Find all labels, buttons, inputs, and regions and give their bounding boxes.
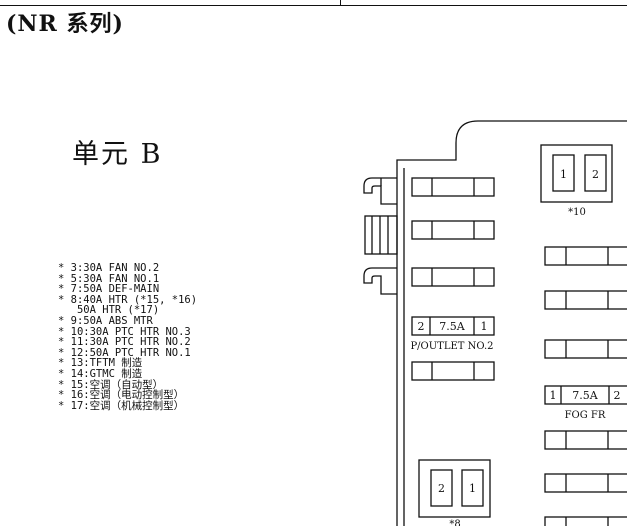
side-clip-bottom <box>363 267 397 295</box>
side-clip-top <box>363 177 397 205</box>
fuse-slot <box>411 220 495 240</box>
fuse-slot-dividers <box>431 178 475 196</box>
legend-item: * 17:空调（机械控制型） <box>58 399 185 412</box>
fuse-fog-body <box>544 385 627 405</box>
legend-item: * 12:50A PTC HTR NO.1 <box>58 346 191 359</box>
legend-item: * 10:30A PTC HTR NO.3 <box>58 325 191 338</box>
relay-top-label: *10 <box>568 207 586 218</box>
fuse-slot-dividers <box>431 221 475 239</box>
fuse-slot-right <box>544 246 627 266</box>
legend-item: * 8:40A HTR (*15, *16) <box>58 293 198 306</box>
relay-bottom-pin-label: 2 <box>438 482 445 495</box>
side-connector-ribs <box>371 216 389 254</box>
series-title: (NR 系列) <box>6 11 124 37</box>
fuse-slot <box>411 267 495 287</box>
fuse-slot-dividers <box>565 474 609 492</box>
fuse-slot-right <box>544 473 627 493</box>
legend-item: * 15:空调（自动型） <box>58 378 164 391</box>
fuse-slot-right <box>544 516 627 526</box>
fuse-slot-dividers <box>431 362 475 380</box>
relay-bottom-frame <box>418 459 491 518</box>
relay-bottom-pin <box>461 469 484 507</box>
legend-item: 50A HTR (*17) <box>58 304 160 317</box>
fuse-fog-pin-label: 1 <box>550 389 557 402</box>
relay-bottom-pin <box>430 469 453 507</box>
header-rule <box>0 0 627 6</box>
fuse-slot-dividers <box>565 517 609 526</box>
relay-top-pin-label: 2 <box>592 168 599 181</box>
fuse-slot <box>411 177 495 197</box>
fuse-fog-pin-label: 2 <box>614 389 621 402</box>
fuse-fog-label: FOG FR <box>565 410 606 421</box>
fuse-fog-dividers <box>560 386 610 404</box>
unit-title: 单元 B <box>72 139 163 170</box>
legend-list: * 3:30A FAN NO.2 * 5:30A FAN NO.1 * 7:50… <box>58 263 197 411</box>
relay-top-pin-label: 1 <box>560 168 567 181</box>
fuse-slot-dividers <box>431 268 475 286</box>
fuse-slot-right <box>544 339 627 359</box>
legend-item: * 13:TFTM 制造 <box>58 357 143 370</box>
fuse-outlet-body <box>411 316 495 336</box>
legend-item: * 3:30A FAN NO.2 <box>58 262 160 274</box>
header-column-divider <box>340 0 341 5</box>
fuse-slot-right <box>544 430 627 450</box>
fuse-box-outline <box>396 120 627 526</box>
legend-item: * 16:空调（电动控制型） <box>58 389 185 402</box>
relay-top-pin <box>552 154 575 192</box>
fuse-slot-dividers <box>565 291 609 309</box>
relay-bottom-pin-label: 1 <box>469 482 476 495</box>
fuse-outlet-label: P/OUTLET NO.2 <box>410 341 493 352</box>
fuse-fog-rating: 7.5A <box>572 389 598 402</box>
fuse-slot-dividers <box>565 247 609 265</box>
fuse-slot-dividers <box>565 431 609 449</box>
relay-top-pin <box>584 154 607 192</box>
fuse-outlet-pin-label: 2 <box>418 320 425 333</box>
legend-item: * 7:50A DEF-MAIN <box>58 283 160 296</box>
fuse-slot-dividers <box>565 340 609 358</box>
relay-bottom-label: *8 <box>449 519 460 526</box>
fuse-outlet-dividers <box>429 317 475 335</box>
legend-item: * 11:30A PTC HTR NO.2 <box>58 336 191 349</box>
legend-item: * 9:50A ABS MTR <box>58 314 153 327</box>
fuse-outlet-rating: 7.5A <box>439 320 465 333</box>
legend-item: * 5:30A FAN NO.1 <box>58 272 160 285</box>
fuse-slot-right <box>544 290 627 310</box>
legend-item: * 14:GTMC 制造 <box>58 367 143 380</box>
fuse-slot <box>411 361 495 381</box>
side-connector-middle <box>364 215 398 255</box>
relay-top-frame <box>540 144 613 203</box>
fuse-outlet-pin-label: 1 <box>481 320 488 333</box>
